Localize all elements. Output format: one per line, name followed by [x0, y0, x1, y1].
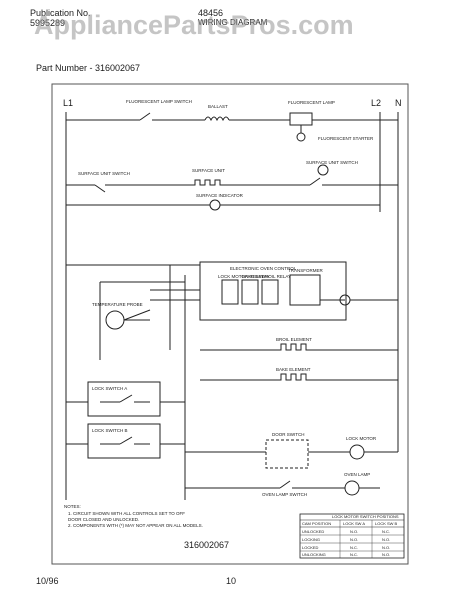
drawing-number: 316002067: [184, 540, 229, 550]
note-item: 1. CIRCUIT SHOWN WITH ALL CONTROLS SET T…: [68, 511, 185, 516]
table-cell: N.C.: [350, 552, 358, 557]
broil-relay-label: BROIL RELAY: [262, 274, 291, 279]
oven-lamp-switch-label: OVEN LAMP SWITCH: [262, 492, 307, 497]
watermark-logo: AppliancePartsPros.com: [34, 10, 354, 40]
table-cell: LOCKED: [302, 545, 319, 550]
line-l2-label: L2: [371, 98, 381, 108]
fl-starter-label: FLUORESCENT STARTER: [318, 136, 374, 141]
bake-element-label: BAKE ELEMENT: [276, 367, 311, 372]
table-header: LOCK SW B: [375, 521, 398, 526]
line-l1-label: L1: [63, 98, 73, 108]
lock-switch-a-label: LOCK SWITCH A: [92, 386, 127, 391]
lock-motor-relay-label: LOCK MOTOR RELAY: [218, 274, 264, 279]
surface-unit-label: SURFACE UNIT: [192, 168, 225, 173]
table-cell: N.O.: [382, 537, 390, 542]
table-cell: N.O.: [350, 529, 358, 534]
table-header: LOCK SW A: [343, 521, 365, 526]
fl-lamp-switch-label: FLUORESCENT LAMP SWITCH: [126, 99, 192, 104]
electronic-control-label: ELECTRONIC OVEN CONTROL: [230, 266, 297, 271]
temp-probe-label: TEMPERATURE PROBE: [92, 302, 143, 307]
table-cell: N.C.: [350, 545, 358, 550]
table-cell: LOCKING: [302, 537, 320, 542]
table-header: CAM POSITION: [302, 521, 331, 526]
table-cell: UNLOCKED: [302, 529, 324, 534]
model-number: 48456: [198, 8, 224, 18]
table-cell: N.O.: [350, 537, 358, 542]
table-cell: N.O.: [382, 552, 390, 557]
bake-relay-label: BAKE RELAY: [242, 274, 270, 279]
publication-number: 5995289: [30, 18, 66, 28]
note-item: DOOR CLOSED AND UNLOCKED.: [68, 517, 139, 522]
surface-switch-right-label: SURFACE UNIT SWITCH: [306, 160, 358, 165]
component-labels: FLUORESCENT LAMP SWITCH BALLAST FLUORESC…: [78, 99, 377, 497]
ballast-label: BALLAST: [208, 104, 228, 109]
transformer-label: TRANSFORMER: [288, 268, 324, 273]
part-number: Part Number - 316002067: [36, 63, 141, 73]
lock-motor-label: LOCK MOTOR: [346, 436, 377, 441]
fl-lamp-label: FLUORESCENT LAMP: [288, 100, 335, 105]
line-n-label: N: [395, 98, 402, 108]
broil-element-label: BROIL ELEMENT: [276, 337, 312, 342]
note-item: 2. COMPONENTS WITH (*) MAY NOT APPEAR ON…: [68, 523, 203, 528]
table-cell: N.O.: [382, 545, 390, 550]
model-info: 48456 WIRING DIAGRAM: [198, 8, 267, 28]
surface-switch-left-label: SURFACE UNIT SWITCH: [78, 171, 130, 176]
table-cell: N.C.: [382, 529, 390, 534]
lock-motor-table: LOCK MOTOR SWITCH POSITIONS CAM POSITION…: [299, 513, 405, 559]
publication-info: Publication No. 5995289: [30, 8, 91, 28]
notes-heading: NOTES:: [64, 504, 81, 509]
diagram-title: WIRING DIAGRAM: [198, 18, 268, 27]
table-cell: UNLOCKING: [302, 552, 326, 557]
door-switch-label: DOOR SWITCH: [272, 432, 305, 437]
surface-indicator-label: SURFACE INDICATOR: [196, 193, 244, 198]
oven-lamp-label: OVEN LAMP: [344, 472, 370, 477]
main-rails: [65, 112, 399, 500]
lock-switch-b-label: LOCK SWITCH B: [92, 428, 128, 433]
publication-label: Publication No.: [30, 8, 91, 18]
table-title: LOCK MOTOR SWITCH POSITIONS: [332, 514, 399, 519]
diagram-frame: [51, 83, 409, 565]
footer-page-number: 10: [226, 576, 237, 586]
footer-date: 10/96: [36, 576, 59, 586]
notes-block: NOTES: 1. CIRCUIT SHOWN WITH ALL CONTROL…: [64, 504, 203, 528]
